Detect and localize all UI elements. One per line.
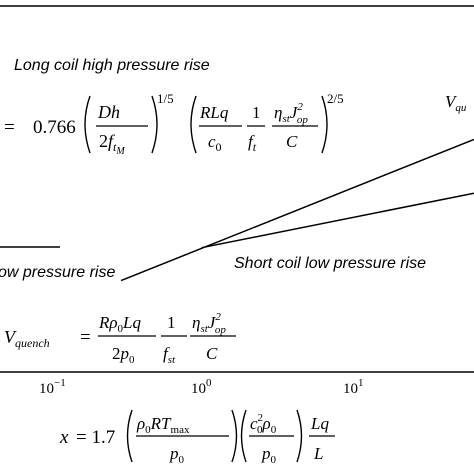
svg-text:1: 1 — [167, 313, 176, 332]
svg-text:fst: fst — [163, 344, 176, 366]
left-cut-label: ow pressure rise — [0, 264, 115, 281]
svg-text:ρ0RTmax: ρ0RTmax — [136, 414, 190, 436]
svg-text:0.766: 0.766 — [33, 117, 76, 138]
series-line-1 — [120, 138, 474, 282]
svg-text:2ftM: 2ftM — [99, 131, 125, 157]
svg-text:=: = — [4, 117, 15, 138]
series-layer — [120, 138, 474, 282]
svg-text:L: L — [313, 444, 323, 463]
x-tick-label-3: 101 — [343, 377, 364, 397]
svg-text:ft: ft — [248, 132, 257, 154]
svg-text:1/5: 1/5 — [157, 91, 174, 106]
x-tick-label-2: 100 — [191, 377, 212, 397]
svg-text:1: 1 — [252, 103, 261, 122]
svg-text:p0: p0 — [169, 444, 185, 466]
svg-text:=: = — [80, 327, 91, 348]
series-line-2 — [201, 192, 474, 249]
x-tick-layer: 10−1 100 101 — [39, 377, 364, 397]
svg-text:c0: c0 — [208, 132, 222, 154]
svg-text:= 1.7: = 1.7 — [76, 427, 115, 448]
series-label-v-quench: Vqu — [445, 92, 467, 114]
svg-text:Vquench: Vquench — [4, 327, 50, 350]
svg-text:2p0: 2p0 — [112, 344, 135, 366]
long-coil-label: Long coil high pressure rise — [14, 57, 210, 74]
svg-text:Rρ0Lq: Rρ0Lq — [98, 313, 142, 335]
svg-text:2/5: 2/5 — [327, 91, 344, 106]
svg-text:Dh: Dh — [97, 102, 120, 122]
svg-text:p0: p0 — [261, 444, 277, 466]
svg-text:x: x — [59, 427, 69, 448]
x-tick-label-1: 10−1 — [39, 377, 66, 397]
svg-text:C: C — [206, 344, 218, 363]
svg-text:C: C — [286, 132, 298, 151]
svg-text:Lq: Lq — [310, 414, 329, 433]
svg-text:RLq: RLq — [199, 103, 229, 122]
short-coil-label: Short coil low pressure rise — [234, 255, 426, 272]
